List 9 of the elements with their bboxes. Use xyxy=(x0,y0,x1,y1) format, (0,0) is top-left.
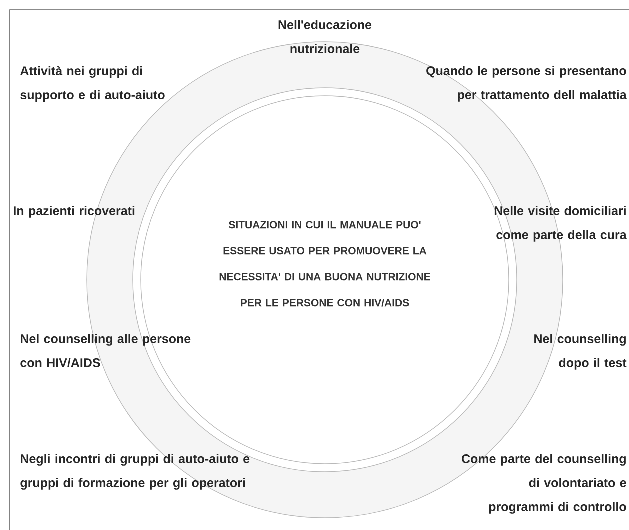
situation-text: Come parte del counselling di volontariato e programmi di controllo xyxy=(462,454,626,514)
situation-text: Attività nei gruppi di supporto e di auto-aiuto xyxy=(20,66,165,102)
situation-text: In pazienti ricoverati xyxy=(14,206,135,218)
situation-text: Quando le persone si presentano per trattamento dell malattia xyxy=(426,66,627,102)
situation-text: Nel counselling alle persone con HIV/AIDS xyxy=(20,334,191,368)
situation-text: Nelle visite domiciliari come parte della cura xyxy=(494,206,627,242)
situation-text: Nell'educazione nutrizionale xyxy=(278,20,372,54)
situation-text: Nel counselling dopo il test xyxy=(534,334,627,370)
situation-text: Negli incontri di gruppi di auto-aiuto e gruppi di formazione per gli operatori xyxy=(20,454,250,490)
